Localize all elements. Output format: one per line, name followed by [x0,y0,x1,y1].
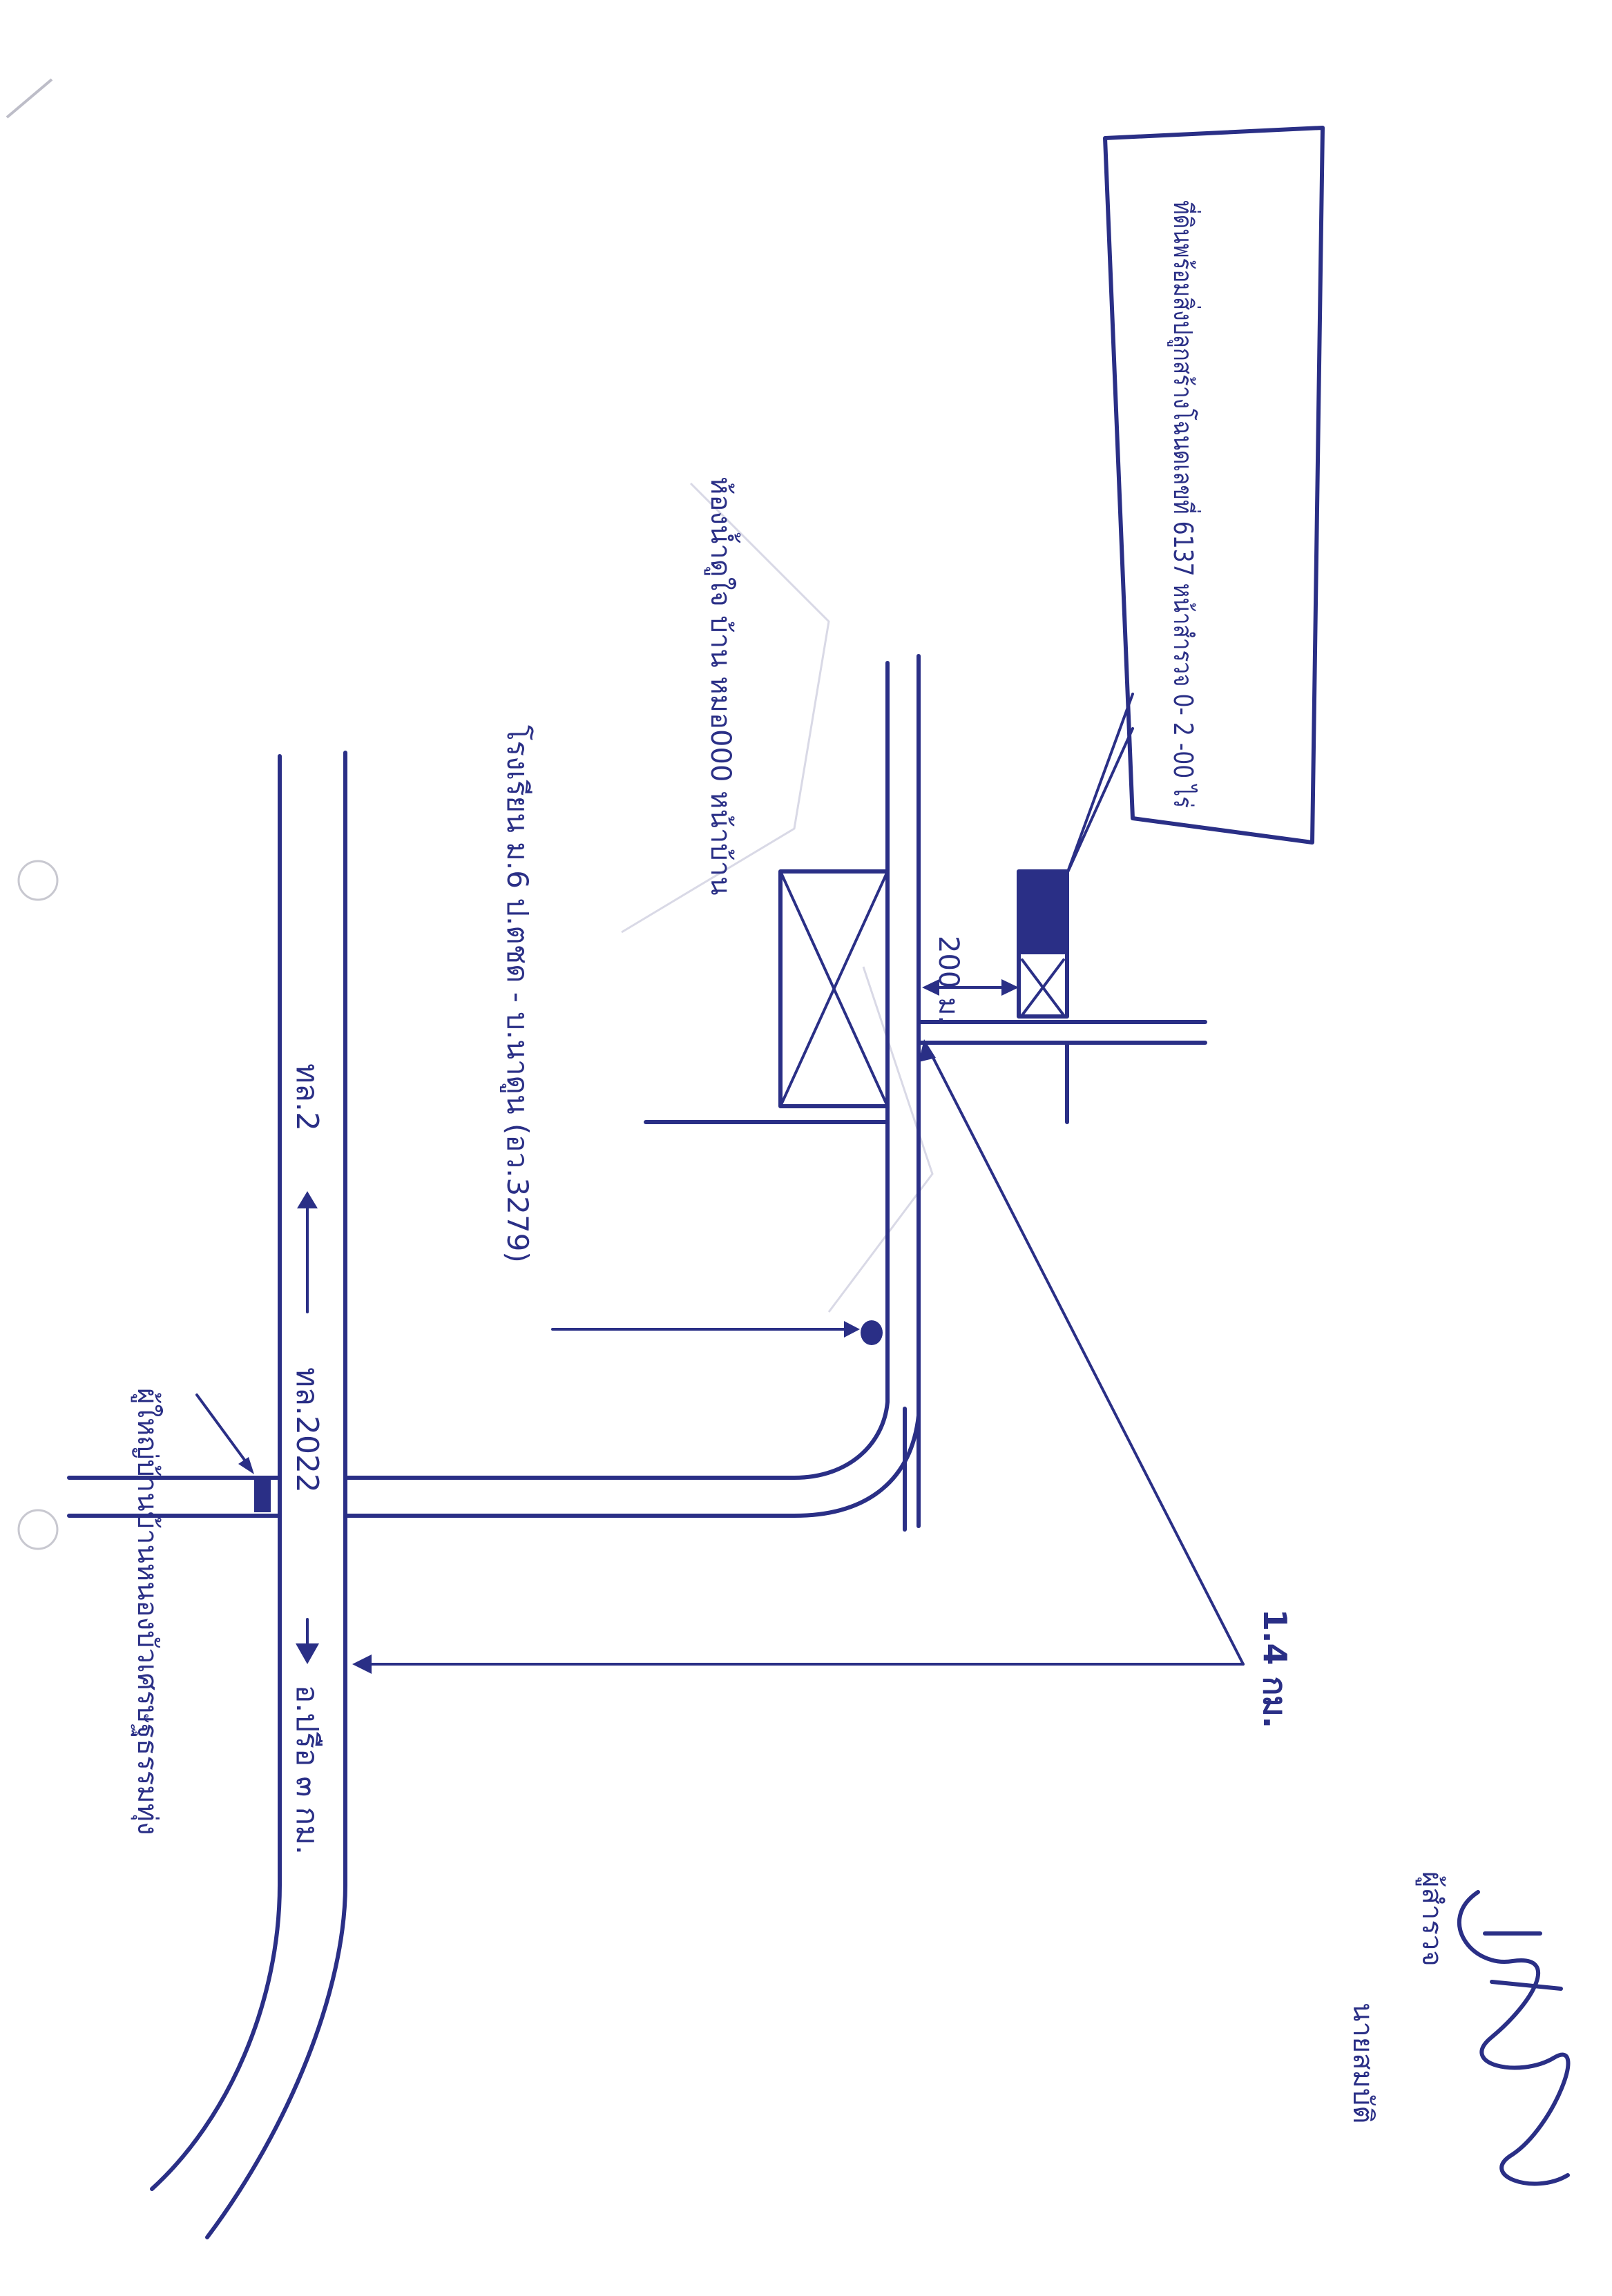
scan-mark [6,78,53,119]
branch-road-top-edge [343,1400,890,1480]
distance-arrowhead-right [1001,979,1019,996]
label-surveyor-name: นายสมบัติ [1347,2003,1379,2123]
village-headman-marker [254,1478,271,1512]
village-pointer [195,1393,251,1469]
callout-pointer [1066,693,1134,875]
arrow-to-amphoe-head [296,1643,319,1664]
punch-hole-top [17,860,59,901]
label-school: โรงเรียน ม.6 ป.ตชด - บ.นาดูน (อว.3279) [500,725,535,1263]
punch-hole-bottom [17,1509,59,1550]
label-distance-200m: 200 ม. [932,936,964,1024]
school-building-cross [779,870,889,1108]
distance-pointer-1-head [352,1655,372,1674]
landmark-arrowhead [844,1321,860,1338]
distance-pointer-2-head [919,1039,936,1062]
label-target-note-1: ที่ดินพร้อมสิ่งปลูกสร้างโฉนดเลขที่ 6137 … [1167,200,1201,808]
signature-scribble [1457,1890,1571,2186]
distance-pointer-2 [928,1048,1245,1666]
village-arrowhead [238,1457,254,1474]
label-road-2022: ทล.2022 [289,1367,325,1493]
branch-road-bottom-edge [343,1414,921,1518]
arrow-to-2-head [297,1191,318,1208]
label-road-to-amphoe: อ.ปรือ ๓ กม. [289,1685,325,1855]
target-building-cross [1021,958,1065,1016]
label-road-to-2: ทล.2 [289,1063,325,1131]
landmark-dot [861,1320,883,1345]
label-house-one: ห้องน้ำดูใจ บ้าน หมอ000 หน้าบ้าน [704,476,741,895]
main-road-left-edge [150,754,282,2191]
school-building [778,869,890,1108]
callout-box [1103,126,1325,845]
main-road-right-edge [205,751,347,2239]
label-surveyor: ผู้สำรวจ [1416,1871,1448,1967]
label-village: ผู้ใหญ่บ้านบ้านหนองบัวเศรษฐธรรมทุ่ง [131,1388,164,1835]
label-distance-1-4km: 1.4 กม. [1256,1609,1294,1728]
distance-arrowhead-left [922,979,939,996]
target-building-fill [1019,871,1067,954]
